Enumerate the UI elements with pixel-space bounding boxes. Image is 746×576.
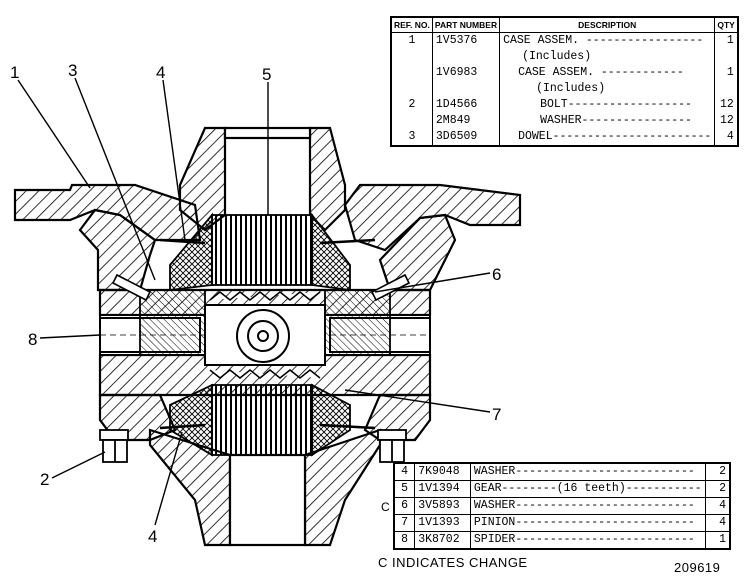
row-part: 3K8702 [414, 531, 471, 549]
change-marker: C [381, 500, 390, 514]
callout-7: 7 [492, 405, 501, 424]
row-part: 3V5893 [414, 497, 471, 515]
callout-8: 8 [28, 330, 37, 349]
row-ref: 4 [393, 462, 416, 481]
row-part: 1V5376 [431, 32, 501, 49]
row-qty: 12 [714, 97, 739, 113]
table-row: 2M849 WASHER---------------- 12 [390, 113, 739, 129]
callout-2: 2 [40, 470, 49, 489]
row-desc: CASE ASSEM. ------------ [499, 65, 716, 81]
side-gear-lower [169, 383, 351, 457]
table-row: 1 1V5376 CASE ASSEM. ----------------- 1 [390, 32, 739, 49]
table-row: 2 1D4566 BOLT------------------ 12 [390, 97, 739, 113]
header-qty: QTY [714, 16, 739, 33]
row-part [431, 81, 501, 97]
table-header-row: REF. NO. PART NUMBER DESCRIPTION QTY [390, 16, 739, 33]
table-row: 6 3V5893 WASHER-------------------------… [393, 497, 731, 515]
row-qty: 1 [704, 531, 731, 549]
row-desc: (Includes) [499, 81, 716, 97]
header-description: DESCRIPTION [499, 16, 716, 33]
row-part: 1V1394 [414, 480, 471, 498]
row-ref [390, 65, 433, 81]
row-qty: 1 [714, 32, 739, 49]
change-note: C INDICATES CHANGE [378, 555, 528, 570]
row-part: 3D6509 [431, 129, 501, 146]
callouts: 1 3 4 5 6 8 7 2 4 [10, 61, 501, 546]
spider-hub [204, 304, 326, 366]
row-desc: SPIDER-------------------------- [469, 531, 706, 549]
row-ref: 7 [393, 514, 416, 532]
table-row: (Includes) [390, 81, 739, 97]
row-desc: (Includes) [499, 49, 716, 65]
row-qty: 4 [704, 514, 731, 532]
table-row: 1V6983 CASE ASSEM. ------------ 1 [390, 65, 739, 81]
row-ref [390, 113, 433, 129]
row-desc: GEAR--------(16 teeth)----------- [469, 480, 706, 498]
row-desc: PINION-------------------------- [469, 514, 706, 532]
bolt-right [377, 429, 407, 463]
row-desc: BOLT------------------ [499, 97, 716, 113]
drawing-number: 209619 [674, 560, 721, 575]
row-ref [390, 81, 433, 97]
row-desc: DOWEL----------------------- [499, 129, 716, 146]
row-ref: 3 [390, 129, 433, 146]
callout-4-lower: 4 [148, 527, 157, 546]
pinion-left [139, 289, 206, 356]
leader-lines [17, 77, 491, 526]
row-part: 7K9048 [414, 462, 471, 481]
row-ref: 1 [390, 32, 433, 49]
row-part: 1V6983 [431, 65, 501, 81]
row-qty: 2 [704, 480, 731, 498]
pinion-right [324, 289, 391, 356]
callout-3: 3 [68, 61, 77, 80]
callout-4-upper: 4 [156, 63, 165, 82]
bolt-left [99, 429, 129, 463]
row-part: 1V1393 [414, 514, 471, 532]
row-ref: 5 [393, 480, 416, 498]
row-part [431, 49, 501, 65]
callout-1: 1 [10, 63, 19, 82]
table-row: 3 3D6509 DOWEL----------------------- 4 [390, 129, 739, 146]
gear-teeth [209, 291, 321, 379]
callout-5: 5 [262, 65, 271, 84]
row-ref: 2 [390, 97, 433, 113]
side-gear-upper [169, 212, 351, 292]
dowels [111, 273, 411, 302]
row-qty: 2 [704, 462, 731, 481]
row-qty: 4 [704, 497, 731, 515]
parts-table-upper: REF. NO. PART NUMBER DESCRIPTION QTY 1 1… [390, 16, 739, 147]
parts-table-lower: 4 7K9048 WASHER-------------------------… [393, 462, 731, 550]
table-row: (Includes) [390, 49, 739, 65]
table-row: 4 7K9048 WASHER-------------------------… [393, 462, 731, 481]
row-ref [390, 49, 433, 65]
callout-6: 6 [492, 265, 501, 284]
row-qty [714, 81, 739, 97]
row-part: 1D4566 [431, 97, 501, 113]
row-qty: 4 [714, 129, 739, 146]
row-part: 2M849 [431, 113, 501, 129]
row-desc: WASHER---------------- [499, 113, 716, 129]
header-ref-no: REF. NO. [390, 16, 433, 33]
header-part-number: PART NUMBER [431, 16, 501, 33]
row-qty: 12 [714, 113, 739, 129]
table-row: 7 1V1393 PINION-------------------------… [393, 514, 731, 532]
row-desc: WASHER-------------------------- [469, 462, 706, 481]
table-row: 8 3K8702 SPIDER-------------------------… [393, 531, 731, 549]
row-desc: CASE ASSEM. ----------------- [499, 32, 716, 49]
row-qty [714, 49, 739, 65]
row-ref: 6 [393, 497, 416, 515]
washers [159, 238, 376, 430]
row-desc: WASHER-------------------------- [469, 497, 706, 515]
row-ref: 8 [393, 531, 416, 549]
row-qty: 1 [714, 65, 739, 81]
table-row: 5 1V1394 GEAR--------(16 teeth)---------… [393, 480, 731, 498]
case-lower-half [98, 353, 432, 547]
